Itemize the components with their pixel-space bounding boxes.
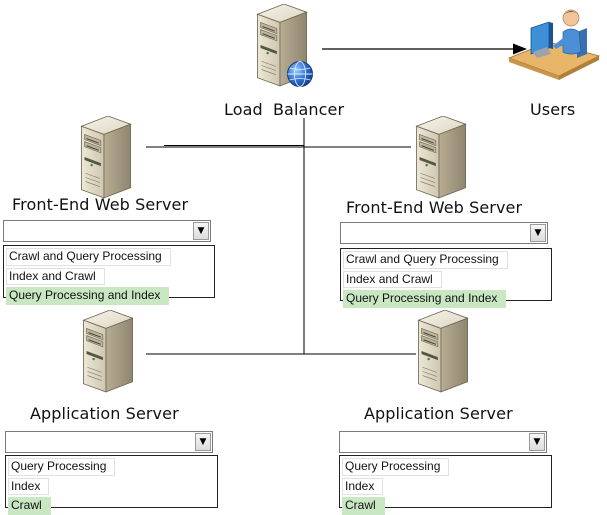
server-label: Application Server: [30, 404, 179, 423]
role-options-list: Crawl and Query Processing Index and Cra…: [3, 245, 215, 305]
role-option-highlighted[interactable]: Query Processing and Index: [343, 290, 507, 308]
chevron-down-icon[interactable]: ▼: [195, 433, 211, 451]
role-option[interactable]: Index and Crawl: [6, 267, 105, 285]
server-label: Application Server: [364, 404, 513, 423]
chevron-down-icon[interactable]: ▼: [530, 224, 546, 242]
role-dropdown[interactable]: ▼: [339, 431, 547, 453]
role-dropdown[interactable]: ▼: [3, 220, 211, 242]
globe-icon: [287, 61, 313, 87]
chevron-down-icon[interactable]: ▼: [529, 433, 545, 451]
role-option[interactable]: Query Processing: [8, 458, 116, 476]
role-option-highlighted[interactable]: Crawl: [8, 497, 51, 515]
role-option-highlighted[interactable]: Crawl: [342, 497, 385, 515]
role-option-highlighted[interactable]: Query Processing and Index: [6, 287, 170, 305]
server-tower-icon: [80, 116, 132, 199]
server-tower-icon: [417, 310, 469, 393]
load-balancer-label: Load Balancer: [224, 100, 345, 119]
users-label: Users: [530, 100, 576, 119]
role-option[interactable]: Index: [342, 477, 384, 495]
role-dropdown[interactable]: ▼: [340, 222, 548, 244]
role-options-list: Query Processing Index Crawl: [339, 455, 552, 515]
role-option[interactable]: Index and Crawl: [343, 270, 442, 288]
server-tower-icon: [82, 310, 134, 393]
role-options-list: Crawl and Query Processing Index and Cra…: [340, 248, 552, 308]
role-option[interactable]: Crawl and Query Processing: [343, 251, 508, 269]
chevron-down-icon[interactable]: ▼: [193, 222, 209, 240]
role-option[interactable]: Index: [8, 477, 50, 495]
role-dropdown[interactable]: ▼: [5, 431, 213, 453]
arrowhead-icon: [513, 43, 527, 55]
server-label: Front-End Web Server: [12, 195, 189, 214]
role-option[interactable]: Crawl and Query Processing: [6, 248, 171, 266]
server-label: Front-End Web Server: [346, 198, 523, 217]
role-option[interactable]: Query Processing: [342, 458, 450, 476]
role-options-list: Query Processing Index Crawl: [5, 455, 218, 515]
user-at-computer-icon: [507, 9, 601, 80]
server-tower-icon: [415, 116, 467, 199]
